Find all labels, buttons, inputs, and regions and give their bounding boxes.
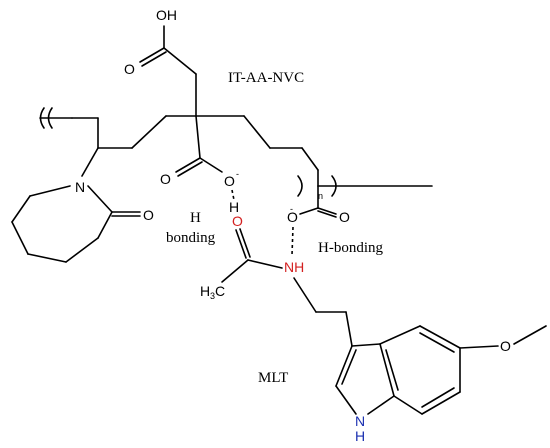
melatonin-molecule: O NH H 3 C N H O xyxy=(200,213,547,444)
minus-charge-left: - xyxy=(236,169,239,179)
bond xyxy=(317,207,337,215)
bond xyxy=(11,221,29,255)
bond xyxy=(29,185,71,197)
acid-carbonyl-o-label: O xyxy=(124,61,135,77)
hbond-dashes-right xyxy=(291,226,294,256)
bond xyxy=(335,385,357,415)
bond-double xyxy=(385,349,399,391)
polymer-name-label: IT-AA-NVC xyxy=(228,70,304,86)
methyl-c-label: C xyxy=(215,283,225,299)
h-bonding-left-line1: H xyxy=(190,210,201,226)
carboxylate-right: O O - xyxy=(287,185,350,256)
bond xyxy=(393,395,423,415)
polymer-backbone: n xyxy=(39,47,433,201)
bond xyxy=(301,147,319,171)
bond xyxy=(459,345,499,349)
mlt-carbonyl-o-label: O xyxy=(232,213,243,229)
ether-o-label: O xyxy=(500,338,511,354)
bond xyxy=(27,253,67,263)
bond xyxy=(293,277,317,313)
hbond-dashes xyxy=(231,189,235,201)
bond xyxy=(247,259,283,269)
bond-double xyxy=(177,161,203,177)
bond xyxy=(379,343,395,397)
bond-double xyxy=(341,349,357,385)
bond xyxy=(131,115,167,149)
carboxylate-o-right-label: O xyxy=(339,209,350,225)
bond xyxy=(345,311,353,347)
bond xyxy=(299,207,319,215)
h-on-o-label: H xyxy=(229,199,239,215)
bond xyxy=(379,325,421,345)
carboxylate-o-minus-left-label: O xyxy=(224,173,235,189)
bond xyxy=(65,237,99,263)
bond xyxy=(419,325,461,349)
bond xyxy=(97,211,113,239)
carboxylate-o-minus-right-label: O xyxy=(287,209,298,225)
bond xyxy=(351,343,381,347)
bond xyxy=(175,157,201,173)
bond xyxy=(163,47,197,75)
carboxylate-left: O O - H xyxy=(160,157,239,215)
repeat-bracket-right-inner xyxy=(331,175,337,197)
bond xyxy=(195,115,201,159)
methyl-subscript-3: 3 xyxy=(210,291,215,301)
h-bonding-left-line2: bonding xyxy=(166,230,216,246)
bond xyxy=(421,391,461,415)
bond-double xyxy=(141,51,167,67)
bond xyxy=(513,325,547,345)
repeat-bracket-right xyxy=(297,175,303,197)
repeat-subscript-n: n xyxy=(318,191,323,201)
caprolactam-ring: N O xyxy=(11,147,154,263)
acid-oh-label: OH xyxy=(156,7,177,23)
bond xyxy=(243,115,271,149)
carboxylate-o-left-label: O xyxy=(160,171,171,187)
h-bonding-right-label: H-bonding xyxy=(318,240,383,256)
minus-charge-right: - xyxy=(290,204,293,214)
lactam-o-label: O xyxy=(143,207,154,223)
bond-double xyxy=(317,210,337,218)
molecule-name-label: MLT xyxy=(258,370,288,386)
bond xyxy=(139,47,165,63)
methyl-h-label: H xyxy=(200,283,210,299)
bond xyxy=(81,147,99,177)
bond xyxy=(87,185,113,213)
lactam-n-label: N xyxy=(75,179,85,195)
bond-double xyxy=(421,387,455,408)
indole-h-label: H xyxy=(355,428,365,444)
bond xyxy=(335,345,353,387)
carboxylic-acid-group: OH O xyxy=(124,7,177,77)
indole-n-label: N xyxy=(355,413,365,429)
bond-double xyxy=(239,228,251,258)
mlt-nh-label: NH xyxy=(284,259,304,275)
bond xyxy=(199,157,223,173)
bond xyxy=(11,195,31,223)
bond-double xyxy=(419,332,455,353)
bond xyxy=(221,259,249,283)
bond xyxy=(367,395,395,415)
bond xyxy=(235,229,247,259)
